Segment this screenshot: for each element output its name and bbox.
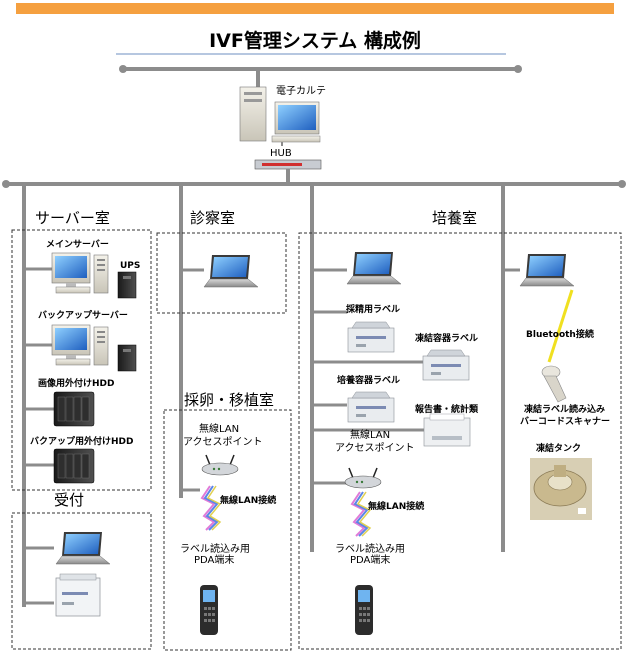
egg-room-box — [163, 409, 292, 651]
culture-wireless-link — [351, 491, 371, 537]
label-culture-printer — [347, 391, 395, 423]
bluetooth-link — [547, 289, 574, 363]
label-freeze-printer — [422, 349, 470, 381]
egg-room-label: 採卵・移植室 — [184, 391, 274, 409]
label-freeze-label: 凍結容器ラベル — [415, 332, 478, 344]
label-collect-printer — [347, 321, 395, 353]
server-room-label: サーバー室 — [35, 209, 110, 227]
freeze-tank-photo — [530, 458, 592, 520]
scanner-label-2: バーコードスキャナー — [520, 416, 610, 427]
bluetooth-label: Bluetooth接続 — [526, 328, 594, 340]
backup-server-label: バックアップサーバー — [38, 309, 128, 321]
backup-server-pc — [51, 324, 109, 366]
culture-wlan-label-2: アクセスポイント — [335, 442, 415, 454]
scanner-label-1: 凍結ラベル読み込み — [524, 403, 605, 415]
exam-laptop — [203, 254, 259, 288]
culture-access-point — [344, 467, 382, 489]
main-network-line — [2, 180, 626, 607]
backup-ups-device — [117, 344, 137, 372]
reception-room-label: 受付 — [54, 491, 84, 509]
server-room-box — [11, 229, 152, 491]
egg-pda-label-1: ラベル読込み用 — [180, 542, 250, 555]
culture-pda-label-2: PDA端末 — [350, 553, 390, 566]
culture-pda — [355, 585, 373, 635]
egg-wlan-label-1: 無線LAN — [199, 422, 239, 435]
label-collect-label: 採精用ラベル — [346, 303, 400, 315]
scanner-laptop — [519, 253, 575, 287]
main-server-label: メインサーバー — [46, 239, 109, 250]
report-stats-label: 報告書・統計類 — [415, 403, 479, 415]
freeze-tank-label: 凍結タンク — [536, 442, 581, 454]
ehr-terminal — [239, 86, 321, 143]
ehr-label: 電子カルテ — [276, 85, 326, 97]
backup-hdd-label: バクアップ用外付けHDD — [30, 435, 133, 447]
hub-label: HUB — [270, 148, 292, 159]
page-title: IVF管理システム 構成例 — [209, 29, 421, 52]
culture-wlan-conn-label: 無線LAN接続 — [368, 500, 424, 512]
top-network-line — [119, 65, 522, 88]
accent-bar — [16, 3, 614, 14]
culture-room-label: 培養室 — [432, 209, 477, 227]
ups-device — [117, 271, 137, 299]
reception-printer — [55, 573, 101, 617]
image-hdd-device — [53, 391, 95, 427]
culture-room-box — [298, 232, 622, 650]
culture-pda-label-1: ラベル読込み用 — [335, 542, 405, 555]
egg-wlan-conn-label: 無線LAN接続 — [220, 494, 276, 506]
culture-laptop — [346, 251, 402, 285]
egg-pda-label-2: PDA端末 — [194, 553, 234, 566]
report-printer — [423, 413, 471, 447]
reception-room-box — [11, 512, 152, 650]
hub-device — [254, 142, 322, 184]
main-server-pc — [51, 252, 109, 294]
exam-room-box — [156, 232, 287, 314]
egg-pda — [200, 585, 218, 635]
barcode-scanner — [541, 365, 567, 403]
egg-wireless-link — [201, 485, 221, 531]
egg-wlan-label-2: アクセスポイント — [183, 436, 263, 448]
label-culture-label: 培養容器ラベル — [337, 374, 400, 386]
reception-laptop — [55, 531, 111, 565]
image-hdd-label: 画像用外付けHDD — [38, 377, 114, 389]
exam-room-label: 診察室 — [190, 209, 235, 227]
culture-wlan-label-1: 無線LAN — [350, 428, 390, 441]
ups-label: UPS — [120, 261, 140, 271]
backup-hdd-device — [53, 448, 95, 484]
egg-access-point — [201, 454, 239, 476]
